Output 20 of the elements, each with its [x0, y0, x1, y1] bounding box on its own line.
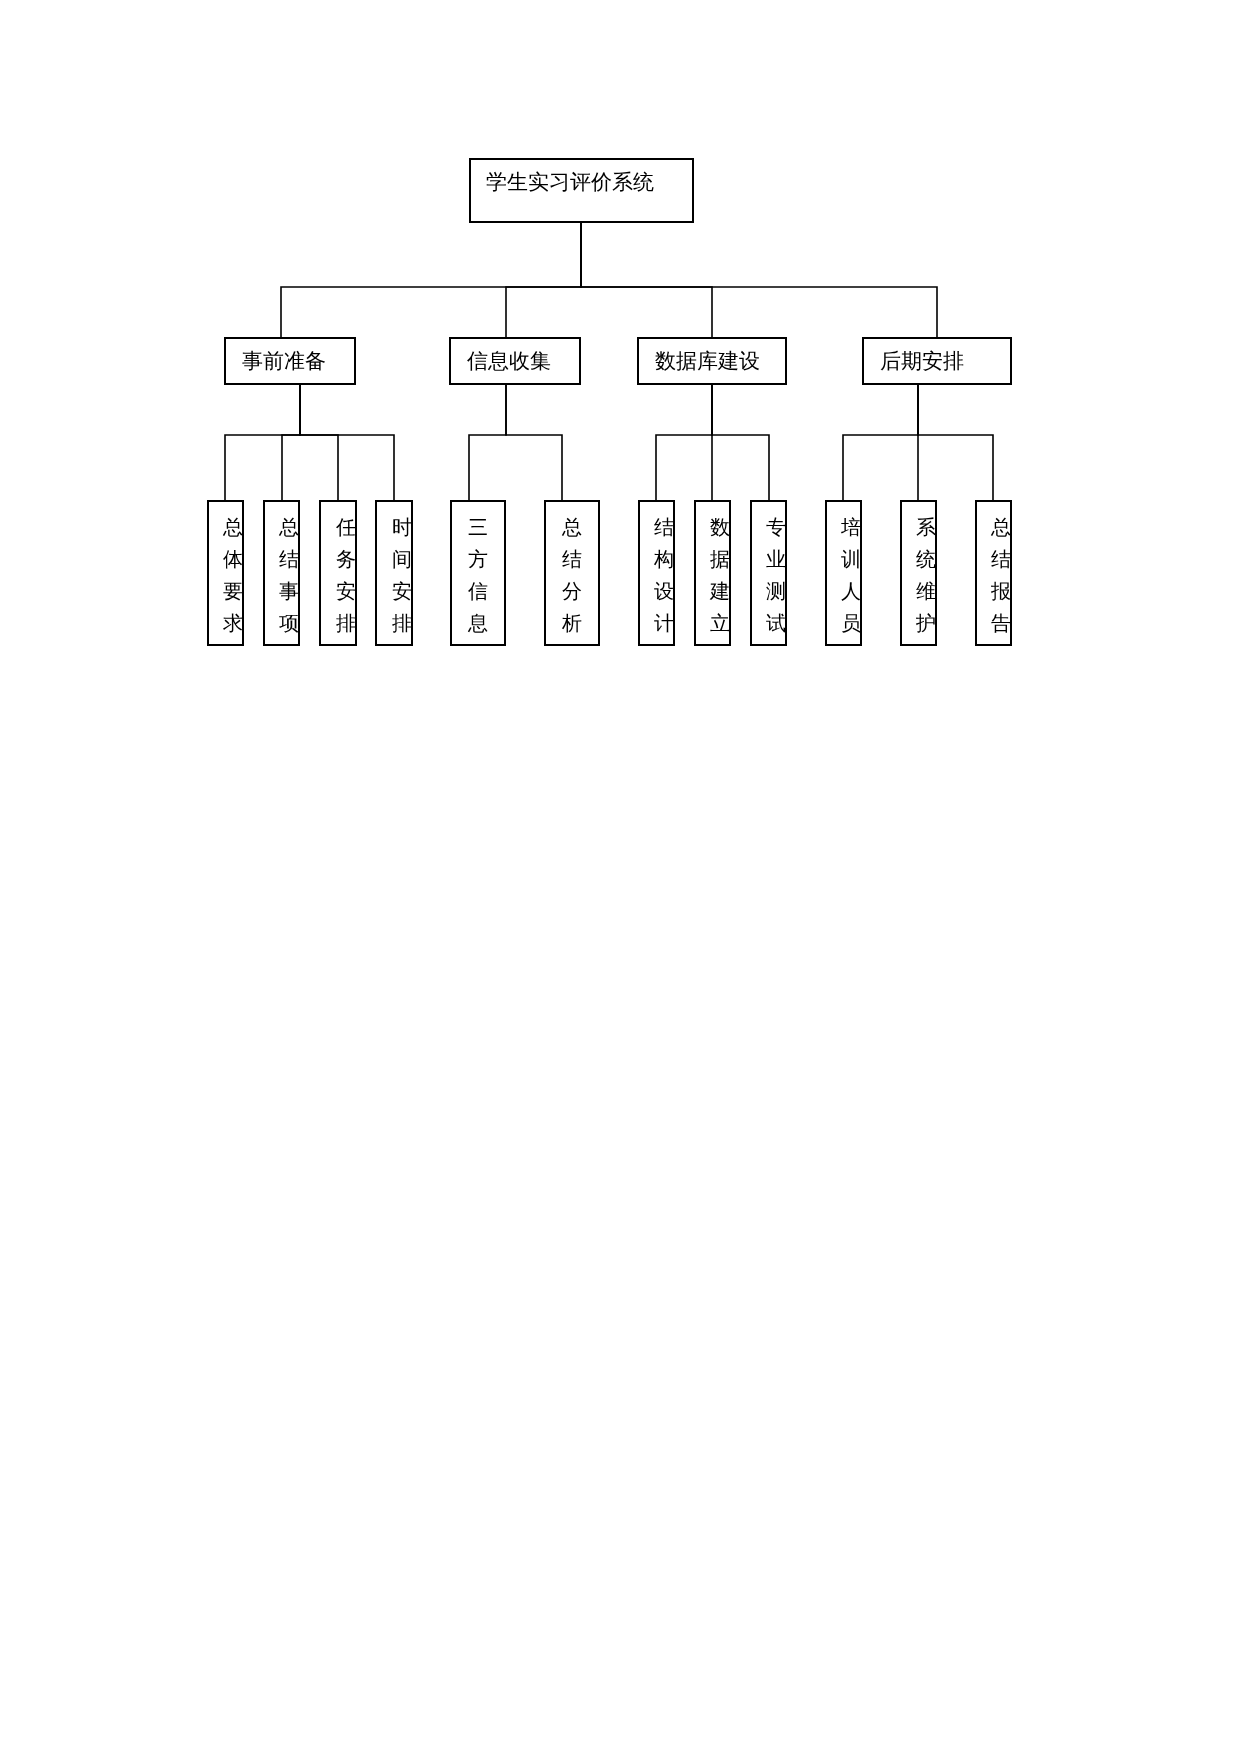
category-box: 数据库建设: [637, 337, 787, 385]
task-box: 三方信息: [450, 500, 506, 646]
root-box: 学生实习评价系统: [469, 158, 694, 223]
task-box: 任务安排: [319, 500, 357, 646]
task-box: 培训人员: [825, 500, 862, 646]
connector-line: [505, 384, 563, 501]
connector-line: [917, 384, 994, 501]
task-box: 时间安排: [375, 500, 413, 646]
task-box: 专业测试: [750, 500, 787, 646]
task-box: 数据建立: [694, 500, 731, 646]
task-box: 系统维护: [900, 500, 937, 646]
task-box: 结构设计: [638, 500, 675, 646]
task-box: 总结事项: [263, 500, 300, 646]
task-box: 总体要求: [207, 500, 244, 646]
task-box: 总结分析: [544, 500, 600, 646]
connector-line: [711, 384, 770, 501]
category-box: 后期安排: [862, 337, 1012, 385]
category-box: 信息收集: [449, 337, 581, 385]
category-box: 事前准备: [224, 337, 356, 385]
task-box: 总结报告: [975, 500, 1012, 646]
